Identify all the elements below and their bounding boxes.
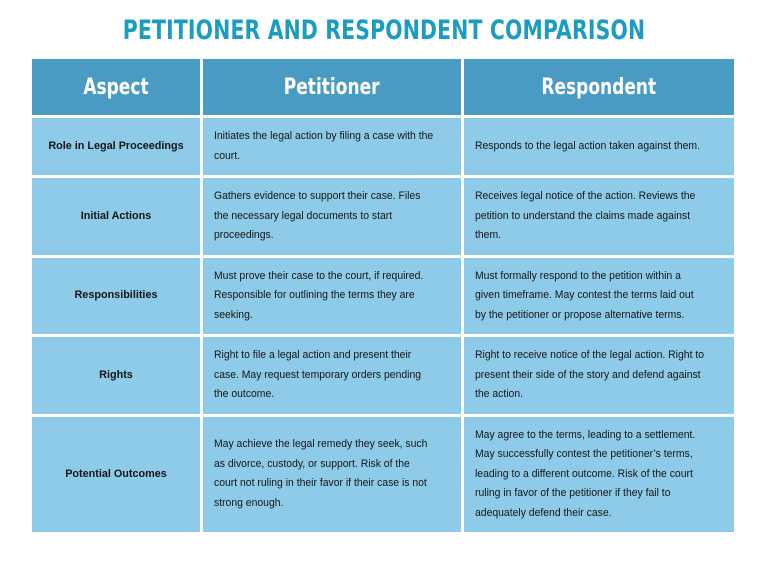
cell-aspect-text: Rights [99, 368, 133, 381]
cell-respondent: Must formally respond to the petition wi… [464, 257, 734, 334]
cell-aspect-text: Potential Outcomes [65, 467, 167, 480]
comparison-table: Aspect Petitioner Respondent Role in Leg… [29, 56, 737, 535]
cell-petitioner: Initiates the legal action by filing a c… [203, 118, 461, 175]
cell-aspect: Initial Actions [32, 178, 200, 255]
cell-respondent-text: Responds to the legal action taken again… [475, 139, 701, 152]
cell-respondent-text: Right to receive notice of the legal act… [475, 349, 705, 400]
cell-aspect-text: Responsibilities [74, 289, 158, 301]
cell-aspect-text: Initial Actions [80, 209, 152, 222]
table-row: Responsibilities Must prove their case t… [32, 257, 734, 334]
cell-aspect: Responsibilities [32, 257, 200, 334]
cell-petitioner-text: May achieve the legal remedy they seek, … [214, 438, 428, 509]
cell-petitioner-text: Right to file a legal action and present… [214, 349, 422, 400]
column-header-respondent: Respondent [464, 59, 734, 115]
cell-petitioner-text: Must prove their case to the court, if r… [214, 269, 424, 321]
column-header-respondent-label: Respondent [541, 74, 657, 100]
cell-aspect-text: Role in Legal Proceedings [48, 139, 184, 152]
cell-aspect: Role in Legal Proceedings [32, 118, 200, 175]
cell-respondent: Responds to the legal action taken again… [464, 118, 734, 175]
table-header-row: Aspect Petitioner Respondent [32, 59, 734, 115]
cell-petitioner: May achieve the legal remedy they seek, … [203, 416, 461, 532]
table-row: Role in Legal Proceedings Initiates the … [32, 118, 734, 175]
cell-aspect: Rights [32, 337, 200, 414]
table-row: Potential Outcomes May achieve the legal… [32, 416, 734, 532]
cell-respondent: Receives legal notice of the action. Rev… [464, 178, 734, 255]
table-row: Initial Actions Gathers evidence to supp… [32, 178, 734, 255]
cell-petitioner-text: Initiates the legal action by filing a c… [214, 130, 434, 162]
table-row: Rights Right to file a legal action and … [32, 337, 734, 414]
cell-respondent-text: May agree to the terms, leading to a set… [475, 428, 696, 519]
column-header-aspect-label: Aspect [83, 74, 149, 100]
column-header-petitioner: Petitioner [203, 59, 461, 115]
cell-respondent-text: Must formally respond to the petition wi… [475, 269, 694, 321]
cell-petitioner: Right to file a legal action and present… [203, 337, 461, 414]
cell-respondent-text: Receives legal notice of the action. Rev… [475, 190, 696, 241]
cell-petitioner: Gathers evidence to support their case. … [203, 178, 461, 255]
column-header-petitioner-label: Petitioner [284, 74, 380, 100]
cell-respondent: Right to receive notice of the legal act… [464, 337, 734, 414]
column-header-aspect: Aspect [32, 59, 200, 115]
cell-respondent: May agree to the terms, leading to a set… [464, 416, 734, 532]
cell-aspect: Potential Outcomes [32, 416, 200, 532]
page-title: PETITIONER AND RESPONDENT COMPARISON [122, 15, 646, 46]
cell-petitioner: Must prove their case to the court, if r… [203, 257, 461, 334]
cell-petitioner-text: Gathers evidence to support their case. … [214, 190, 421, 241]
